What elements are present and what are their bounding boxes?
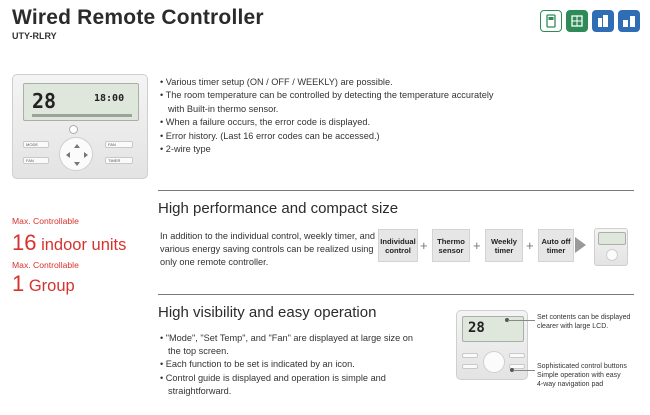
feature-item: • Various timer setup (ON / OFF / WEEKLY…: [160, 77, 393, 87]
fan-button-right: FAN: [105, 141, 133, 148]
feature-item: • 2-wire type: [160, 144, 211, 155]
remote-icon: [540, 10, 562, 32]
visibility-list: • "Mode", "Set Temp", and "Fan" are disp…: [160, 332, 425, 398]
thumbnail-pad: [606, 249, 618, 261]
visibility-item: • Control guide is displayed and operati…: [160, 372, 386, 396]
detail-button: [509, 364, 525, 369]
callout-buttons: Sophisticated control buttons Simple ope…: [537, 363, 627, 388]
group-value: 1 Group: [12, 271, 75, 297]
page-title: Wired Remote Controller: [12, 6, 264, 29]
fan-button-left: FAN: [23, 157, 49, 164]
group-text: Group: [24, 277, 75, 295]
indoor-units-value: 16 indoor units: [12, 230, 126, 256]
performance-section-title: High performance and compact size: [158, 200, 399, 217]
group-label: Max. Controllable: [12, 260, 79, 270]
indoor-units-number: 16: [12, 230, 37, 255]
remote-lcd: 28 18:00: [23, 83, 139, 121]
model-number: UTY-RLRY: [12, 31, 57, 41]
detail-button: [462, 353, 478, 358]
section-divider: [158, 190, 634, 191]
group-number: 1: [12, 271, 25, 296]
building-icon: [592, 10, 614, 32]
timer-button: TIMER: [105, 157, 133, 164]
callout-buttons-line: [513, 370, 535, 371]
callout-buttons-dot: [510, 368, 514, 372]
plus-sign: +: [473, 238, 481, 253]
plus-sign: +: [420, 238, 428, 253]
visibility-item: • "Mode", "Set Temp", and "Fan" are disp…: [160, 333, 413, 357]
detail-button: [462, 364, 478, 369]
indoor-units-text: indoor units: [36, 236, 127, 254]
feature-item: • The room temperature can be controlled…: [160, 90, 494, 101]
indoor-units-label: Max. Controllable: [12, 216, 79, 226]
callout-lcd: Set contents can be displayed clearer wi…: [537, 314, 631, 330]
lcd-temperature: 28: [32, 89, 57, 113]
arrow-right-icon: [575, 237, 586, 253]
remote-controller-detail: 28: [456, 310, 528, 380]
power-icon: [69, 125, 78, 134]
feature-item: with Built-in thermo sensor.: [168, 103, 279, 114]
visibility-section-title: High visibility and easy operation: [158, 304, 377, 321]
lcd-icon-bar: [32, 114, 132, 117]
detail-navigation-pad: [483, 351, 505, 373]
feature-item: • When a failure occurs, the error code …: [160, 117, 371, 128]
remote-controller-thumbnail: [594, 228, 628, 266]
lcd-time: 18:00: [94, 93, 125, 104]
plus-sign: +: [526, 238, 534, 253]
detail-button: [509, 353, 525, 358]
feature-item: • Error history. (Last 16 error codes ca…: [160, 130, 380, 141]
section-divider: [158, 294, 634, 295]
zone-icon: [566, 10, 588, 32]
navigation-pad: [59, 137, 93, 171]
remote-controller-illustration: 28 18:00 MODE FAN FAN TIMER: [12, 74, 148, 179]
callout-lcd-dot: [505, 318, 509, 322]
mode-button: MODE: [23, 141, 49, 148]
callout-lcd-line: [508, 320, 535, 321]
feature-badges: [540, 10, 640, 32]
network-icon: [618, 10, 640, 32]
thumbnail-lcd: [598, 232, 626, 245]
performance-description: In addition to the individual control, w…: [160, 231, 376, 268]
detail-lcd-temperature: 28: [468, 320, 485, 336]
feature-list: • Various timer setup (ON / OFF / WEEKLY…: [160, 76, 493, 156]
visibility-item: • Each function to be set is indicated b…: [160, 359, 355, 370]
